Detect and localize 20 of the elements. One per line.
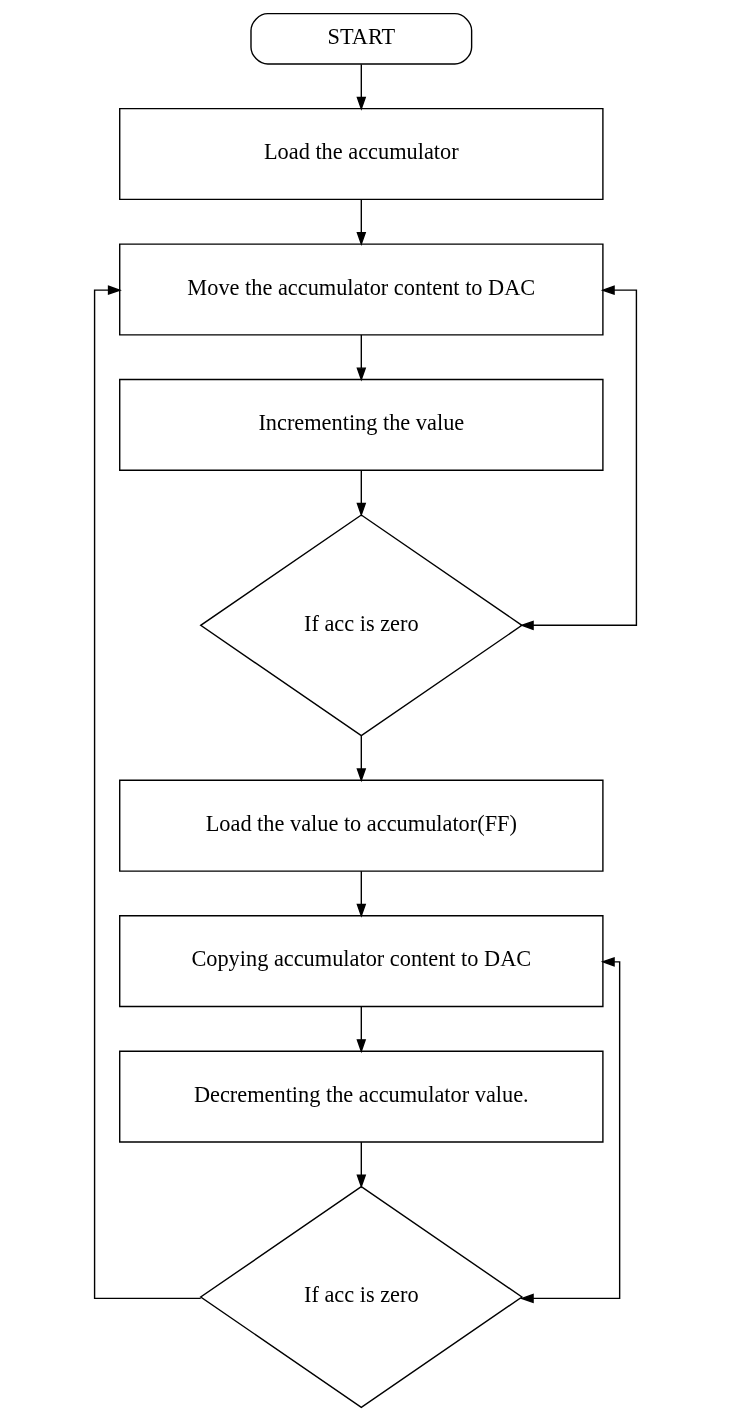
- node-box: Incrementing the value: [119, 378, 604, 471]
- node-box: Decrementing the accumulator value.: [119, 1050, 604, 1143]
- node-diamond: If acc is zero: [199, 1185, 524, 1409]
- node-box: Copying accumulator content to DAC: [119, 915, 604, 1008]
- node-box: Move the accumulator content to DAC: [119, 243, 604, 336]
- arrow: [93, 285, 202, 1300]
- arrow: [356, 1141, 367, 1189]
- arrow: [519, 956, 621, 1304]
- arrow: [519, 285, 638, 631]
- arrow: [356, 334, 367, 382]
- arrow: [356, 735, 367, 783]
- arrow: [356, 870, 367, 918]
- node-box: Load the value to accumulator(FF): [119, 779, 604, 872]
- node-box: START: [250, 12, 473, 65]
- arrow: [356, 1005, 367, 1054]
- arrow: [356, 63, 367, 111]
- node-box: Load the accumulator: [119, 107, 604, 201]
- arrow: [356, 469, 367, 517]
- arrow: [356, 198, 367, 246]
- node-diamond: If acc is zero: [199, 514, 524, 737]
